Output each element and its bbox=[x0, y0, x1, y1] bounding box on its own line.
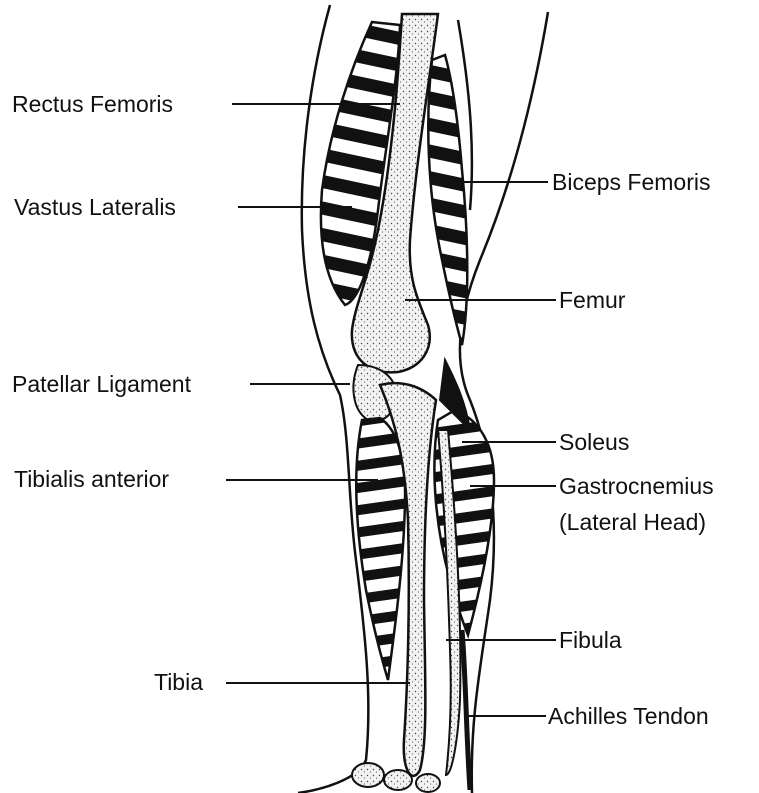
label-soleus: Soleus bbox=[559, 428, 629, 456]
achilles-tendon bbox=[462, 630, 470, 790]
tibialis-anterior-muscle bbox=[356, 418, 405, 680]
label-rectus-femoris: Rectus Femoris bbox=[12, 90, 173, 118]
ankle-bones bbox=[352, 763, 440, 792]
label-fibula: Fibula bbox=[559, 626, 622, 654]
label-tibialis-anterior: Tibialis anterior bbox=[14, 465, 169, 493]
label-gastrocnemius-line2: (Lateral Head) bbox=[559, 508, 706, 536]
label-patellar-ligament: Patellar Ligament bbox=[12, 370, 191, 398]
label-biceps-femoris: Biceps Femoris bbox=[552, 168, 710, 196]
label-tibia: Tibia bbox=[154, 668, 203, 696]
label-achilles-tendon: Achilles Tendon bbox=[548, 702, 709, 730]
label-femur: Femur bbox=[559, 286, 625, 314]
label-gastrocnemius-line1: Gastrocnemius bbox=[559, 472, 714, 500]
back-skin-line bbox=[460, 12, 548, 793]
biceps-femoris-muscle bbox=[428, 55, 467, 345]
label-vastus-lateralis: Vastus Lateralis bbox=[14, 193, 176, 221]
